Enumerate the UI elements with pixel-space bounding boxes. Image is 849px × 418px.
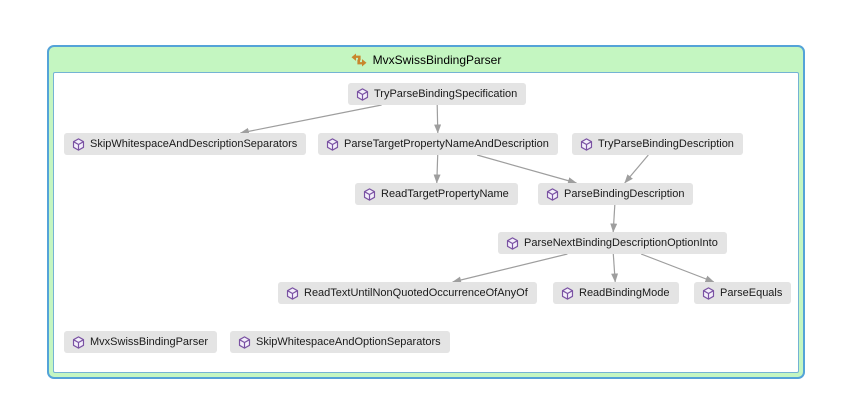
method-icon: [702, 286, 715, 300]
class-group-header[interactable]: MvxSwissBindingParser: [49, 47, 803, 72]
node-label: MvxSwissBindingParser: [90, 336, 208, 348]
method-icon: [356, 87, 369, 101]
node-parseTargetPropertyNameAndDescription[interactable]: ParseTargetPropertyNameAndDescription: [318, 133, 558, 155]
node-label: ParseEquals: [720, 287, 783, 299]
node-skipWhitespaceAndOptionSeparators[interactable]: SkipWhitespaceAndOptionSeparators: [230, 331, 450, 353]
method-icon: [326, 137, 339, 151]
code-map-group-icon: [351, 53, 367, 67]
method-icon: [72, 335, 85, 349]
node-parseNextBindingDescriptionOptionInto[interactable]: ParseNextBindingDescriptionOptionInto: [498, 232, 727, 254]
node-label: TryParseBindingSpecification: [374, 88, 518, 100]
method-icon: [363, 187, 376, 201]
node-tryParseBindingDescription[interactable]: TryParseBindingDescription: [572, 133, 743, 155]
node-parseEquals[interactable]: ParseEquals: [694, 282, 792, 304]
node-label: SkipWhitespaceAndDescriptionSeparators: [90, 138, 298, 150]
node-label: ReadBindingMode: [579, 287, 670, 299]
node-label: ReadTargetPropertyName: [381, 188, 509, 200]
class-group-content: [53, 72, 799, 373]
method-icon: [72, 137, 85, 151]
node-parseBindingDescription[interactable]: ParseBindingDescription: [538, 183, 694, 205]
node-label: ReadTextUntilNonQuotedOccurrenceOfAnyOf: [304, 287, 528, 299]
node-mvxSwissBindingParser[interactable]: MvxSwissBindingParser: [64, 331, 217, 353]
method-icon: [546, 187, 559, 201]
node-readTargetPropertyName[interactable]: ReadTargetPropertyName: [355, 183, 518, 205]
method-icon: [286, 286, 299, 300]
node-readTextUntilNonQuotedOccurrenceOfAnyOf[interactable]: ReadTextUntilNonQuotedOccurrenceOfAnyOf: [278, 282, 537, 304]
node-readBindingMode[interactable]: ReadBindingMode: [553, 282, 679, 304]
node-tryParseBindingSpecification[interactable]: TryParseBindingSpecification: [348, 83, 527, 105]
method-icon: [238, 335, 251, 349]
method-icon: [506, 236, 519, 250]
node-skipWhitespaceAndDescriptionSeparators[interactable]: SkipWhitespaceAndDescriptionSeparators: [64, 133, 307, 155]
node-label: ParseBindingDescription: [564, 188, 685, 200]
node-label: SkipWhitespaceAndOptionSeparators: [256, 336, 441, 348]
method-icon: [561, 286, 574, 300]
method-icon: [580, 137, 593, 151]
class-group-title: MvxSwissBindingParser: [372, 52, 502, 67]
node-label: TryParseBindingDescription: [598, 138, 734, 150]
node-label: ParseNextBindingDescriptionOptionInto: [524, 237, 718, 249]
node-label: ParseTargetPropertyNameAndDescription: [344, 138, 549, 150]
